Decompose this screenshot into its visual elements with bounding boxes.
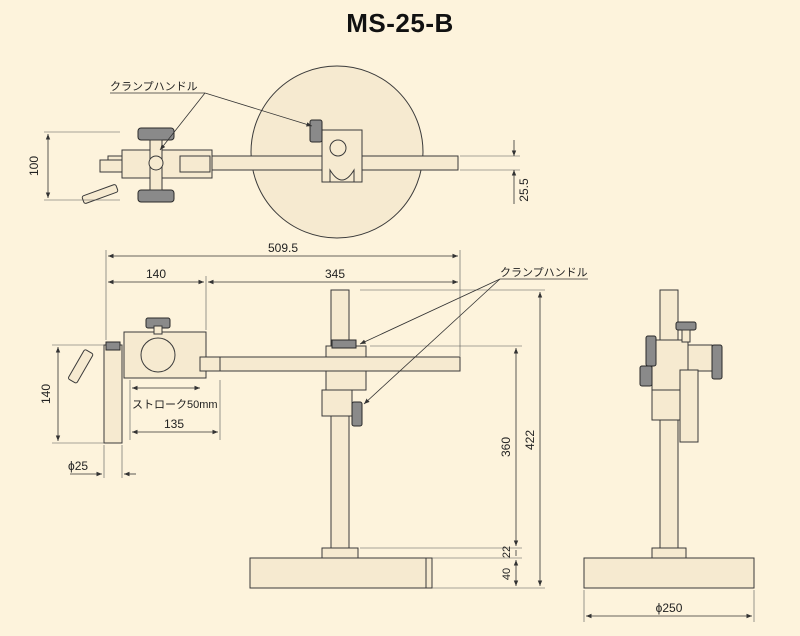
model-title: MS-25-B — [346, 8, 454, 38]
dim-509-5: 509.5 — [268, 241, 298, 255]
front-view — [68, 289, 461, 589]
dim-140-top: 140 — [146, 267, 166, 281]
clamp-handle-front-knob — [351, 401, 363, 427]
column-clamp-top — [321, 129, 363, 183]
dim-phi-25: ϕ25 — [68, 459, 88, 473]
knob-top-lower — [137, 189, 175, 203]
dim-360: 360 — [499, 437, 513, 457]
lever-top — [81, 184, 119, 204]
lever-front — [68, 349, 94, 384]
top-view — [81, 65, 459, 239]
dim-422: 422 — [523, 430, 537, 450]
base-front-left — [249, 557, 427, 589]
dim-345: 345 — [325, 267, 345, 281]
dim-135: 135 — [164, 417, 184, 431]
dim-22: 22 — [501, 546, 513, 558]
clamp-handle-top-knob — [309, 119, 323, 143]
dim-140-side: 140 — [39, 384, 53, 404]
top-view-dimensions — [44, 131, 520, 204]
dim-25-5: 25.5 — [517, 178, 531, 202]
base-side — [583, 557, 755, 589]
holder-side — [679, 369, 699, 443]
front-view-dimensions — [52, 250, 545, 589]
clamp-handle-label-front: クランプハンドル — [500, 266, 588, 279]
arm-bar-front — [195, 356, 461, 372]
dim-100: 100 — [27, 156, 41, 176]
dim-phi-250: ϕ250 — [656, 601, 683, 615]
column-front — [330, 289, 350, 549]
dim-40: 40 — [501, 568, 513, 580]
knob-top-upper — [137, 127, 175, 141]
side-view-dimensions — [583, 590, 755, 622]
side-view — [583, 289, 755, 589]
clamp-handle-label-top: クランプハンドル — [110, 80, 198, 93]
stroke-label: ストローク50mm — [132, 398, 218, 411]
holder-front — [103, 344, 123, 444]
